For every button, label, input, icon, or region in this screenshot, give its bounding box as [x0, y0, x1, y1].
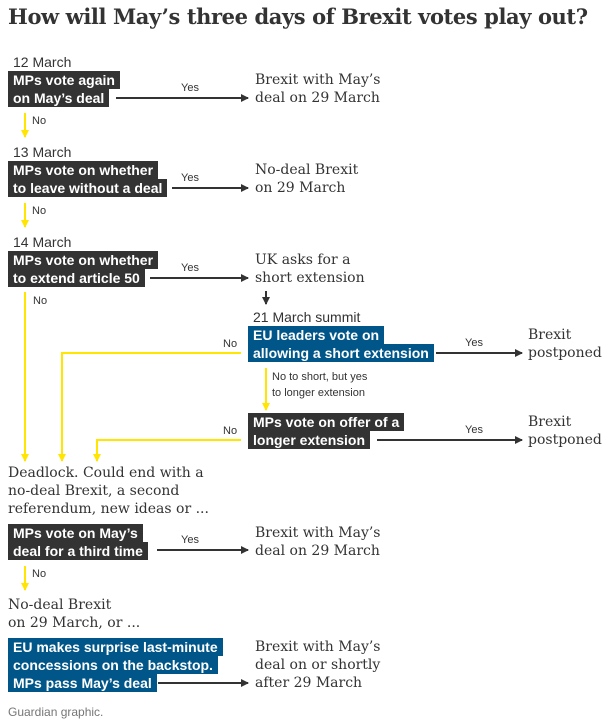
- no-arrow-longer: [93, 439, 241, 462]
- outcome-line: deal on 29 March: [255, 90, 380, 106]
- outcome-line: deal on 29 March: [255, 543, 380, 559]
- box-line: MPs vote on whether: [8, 161, 159, 179]
- box-line: on May’s deal: [8, 89, 110, 107]
- no-label: No: [223, 338, 238, 350]
- no-label: No: [32, 568, 47, 580]
- box-line: MPs vote on whether: [8, 251, 159, 269]
- box-line: EU makes surprise last-minute: [8, 638, 223, 656]
- vote-box-third-time: MPs vote on May’s deal for a third time: [8, 524, 148, 560]
- date-12-march: 12 March: [13, 54, 72, 70]
- no-label: No: [33, 295, 48, 307]
- label-line: to longer extension: [272, 387, 365, 399]
- box-line: to extend article 50: [8, 269, 145, 287]
- outcome-line: postponed: [528, 432, 602, 448]
- text-line: referendum, new ideas or ...: [8, 501, 209, 517]
- box-line: MPs vote on offer of a: [248, 413, 405, 431]
- deadlock-text: Deadlock. Could end with a no-deal Brexi…: [8, 464, 209, 518]
- outcome-third-vote: Brexit with May’s deal on 29 March: [255, 524, 381, 560]
- box-line: longer extension: [248, 431, 371, 449]
- outcome-line: Brexit: [528, 327, 572, 343]
- yes-label: Yes: [465, 424, 483, 436]
- vote-box-may-deal: MPs vote again on May’s deal: [8, 71, 120, 107]
- text-line: No-deal Brexit: [8, 597, 112, 613]
- outcome-line: on 29 March: [255, 180, 346, 196]
- yes-label: Yes: [181, 534, 199, 546]
- box-line: MPs pass May’s deal: [8, 674, 157, 692]
- longer-extension-label: No to short, but yes to longer extension: [272, 369, 367, 401]
- vote-box-longer-extension: MPs vote on offer of a longer extension: [248, 413, 405, 449]
- footer-credit: Guardian graphic.: [8, 705, 104, 719]
- page-title: How will May’s three days of Brexit vote…: [8, 4, 588, 29]
- outcome-line: after 29 March: [255, 675, 363, 691]
- outcome-line: short extension: [255, 270, 365, 286]
- box-line: MPs vote on May’s: [8, 524, 143, 542]
- outcome-line: postponed: [528, 345, 602, 361]
- no-label: No: [223, 425, 238, 437]
- no-arrow-summit: [58, 352, 241, 462]
- date-summit: 21 March summit: [253, 309, 361, 325]
- outcome-line: deal on or shortly: [255, 657, 381, 673]
- outcome-no-deal: No-deal Brexit on 29 March: [255, 161, 358, 197]
- yes-label: Yes: [181, 262, 199, 274]
- outcome-postponed-longer: Brexit postponed: [528, 413, 602, 449]
- box-line: concessions on the backstop.: [8, 656, 218, 674]
- outcome-line: No-deal Brexit: [255, 162, 359, 178]
- yes-label: Yes: [181, 82, 199, 94]
- no-label: No: [32, 115, 47, 127]
- outcome-line: Brexit with May’s: [255, 639, 381, 655]
- text-line: on 29 March, or ...: [8, 615, 141, 631]
- text-line: Deadlock. Could end with a: [8, 465, 204, 481]
- outcome-postponed: Brexit postponed: [528, 326, 602, 362]
- text-line: no-deal Brexit, a second: [8, 483, 180, 499]
- outcome-may-deal: Brexit with May’s deal on 29 March: [255, 71, 381, 107]
- outcome-line: Brexit with May’s: [255, 72, 381, 88]
- vote-box-eu-leaders: EU leaders vote on allowing a short exte…: [248, 326, 434, 362]
- outcome-line: Brexit: [528, 414, 572, 430]
- box-line: EU leaders vote on: [248, 326, 385, 344]
- date-14-march: 14 March: [13, 234, 72, 250]
- label-line: No to short, but yes: [272, 371, 368, 383]
- outcome-line: UK asks for a: [255, 252, 351, 268]
- yes-label: Yes: [465, 337, 483, 349]
- outcome-short-extension: UK asks for a short extension: [255, 251, 365, 287]
- yes-label: Yes: [181, 172, 199, 184]
- no-label: No: [32, 205, 47, 217]
- box-line: MPs vote again: [8, 71, 120, 89]
- surprise-concessions-box: EU makes surprise last-minute concession…: [8, 638, 223, 692]
- box-line: deal for a third time: [8, 542, 148, 560]
- box-line: to leave without a deal: [8, 179, 168, 197]
- outcome-line: Brexit with May’s: [255, 525, 381, 541]
- outcome-surprise: Brexit with May’s deal on or shortly aft…: [255, 638, 381, 692]
- no-deal-text: No-deal Brexit on 29 March, or ...: [8, 596, 140, 632]
- vote-box-extend: MPs vote on whether to extend article 50: [8, 251, 159, 287]
- vote-box-no-deal: MPs vote on whether to leave without a d…: [8, 161, 168, 197]
- date-13-march: 13 March: [13, 144, 72, 160]
- box-line: allowing a short extension: [248, 344, 434, 362]
